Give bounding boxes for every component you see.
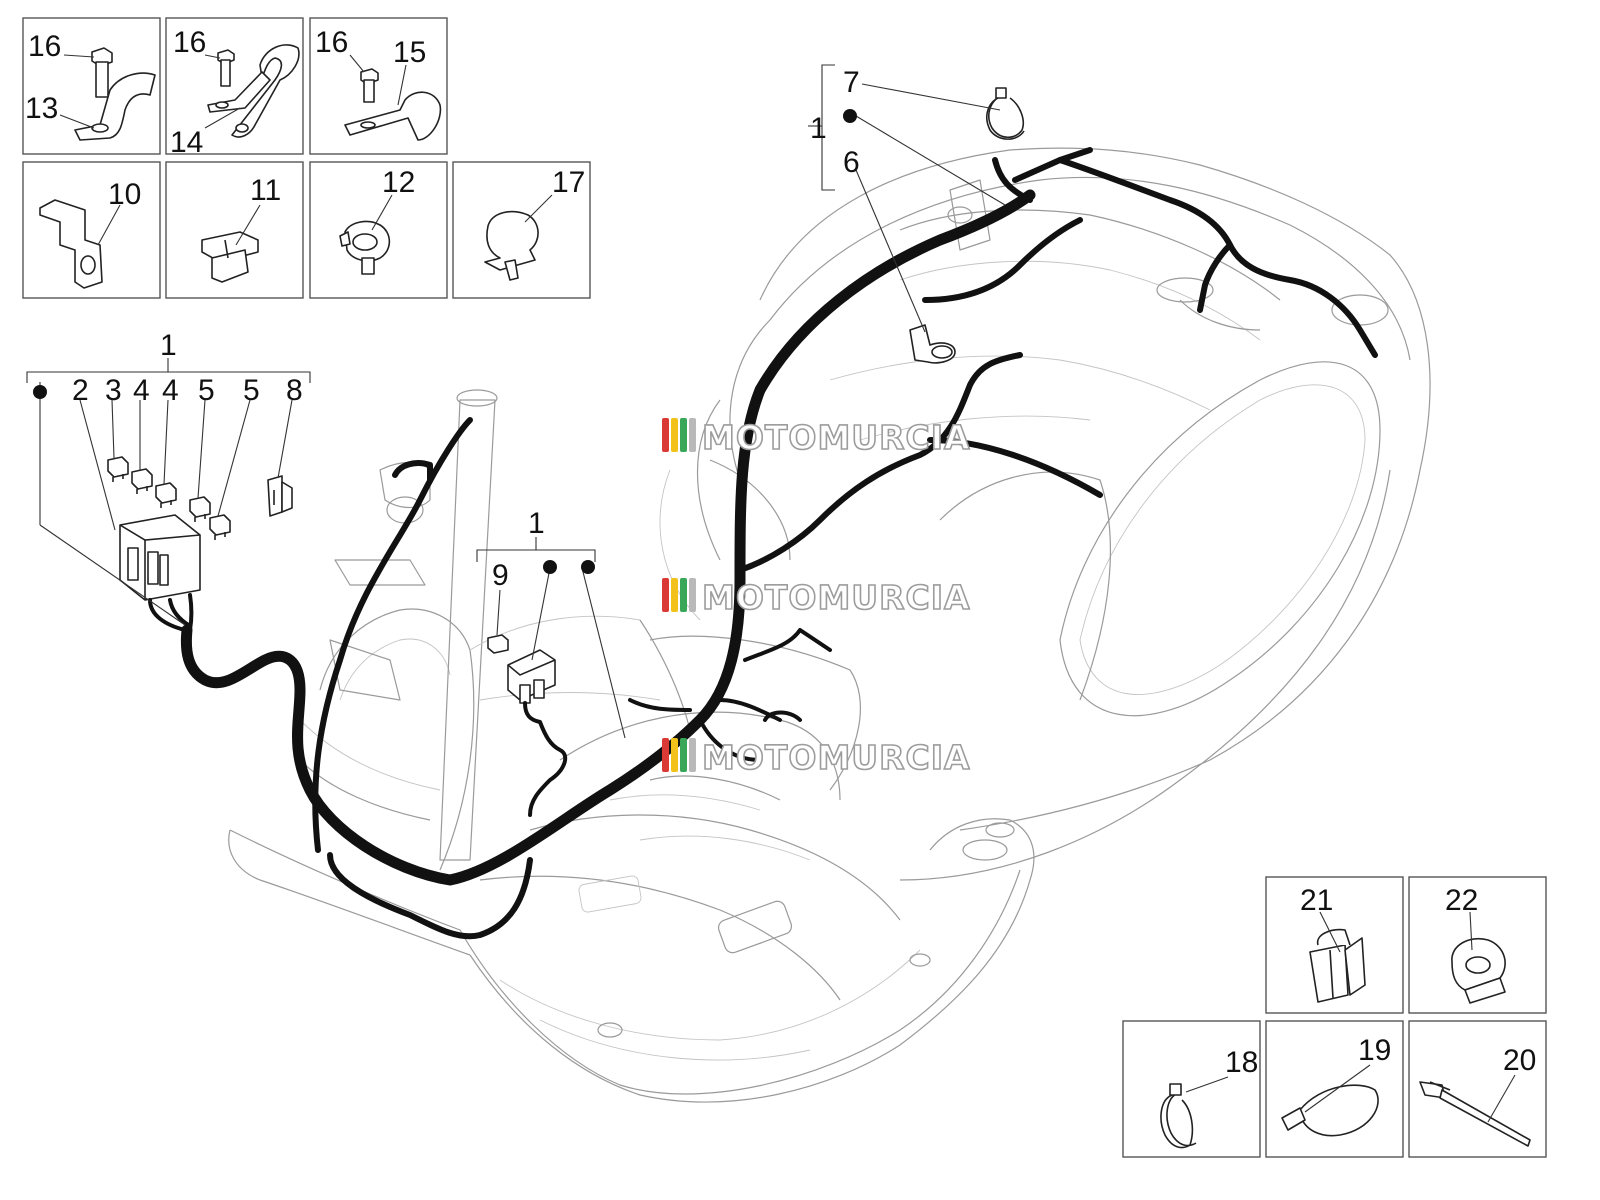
part-box-19 [1265,1020,1404,1158]
relay-part-8 [267,475,293,517]
part-box-22 [1408,876,1547,1014]
watermark-stripes-icon [662,738,696,772]
part-box-21 [1265,876,1404,1014]
callout-5: 5 [198,374,215,407]
part-box-17 [452,161,591,299]
callout-21: 21 [1300,884,1333,917]
callout-7: 7 [843,66,860,99]
callout-22: 22 [1445,884,1478,917]
watermark-1: MOTOMURCIA [662,417,971,458]
callout-20: 20 [1503,1044,1536,1077]
callout-16: 16 [315,26,348,59]
watermark-3: MOTOMURCIA [662,737,971,778]
callout-5: 5 [243,374,260,407]
part-box-15-16 [309,17,448,155]
callout-13: 13 [25,92,58,125]
part-box-20 [1408,1020,1547,1158]
part-box-14-16 [165,17,304,155]
watermark-text: MOTOMURCIA [702,418,971,457]
callout-14: 14 [170,126,203,159]
part-box-12 [309,161,448,299]
watermark-text: MOTOMURCIA [702,578,971,617]
clamp-part-6 [909,324,956,364]
callout-17: 17 [552,166,585,199]
callout-11: 11 [250,174,281,207]
part-box-13-16 [22,17,161,155]
ring-clip-part-7 [986,87,1025,140]
scooter-body-outline [228,147,1431,1103]
callout-9: 9 [492,559,509,592]
callout-19: 19 [1358,1034,1391,1067]
part-box-18 [1122,1020,1261,1158]
callout-1: 1 [528,507,545,540]
watermark-text: MOTOMURCIA [702,738,971,777]
callout-16: 16 [28,30,61,63]
leader-lines [26,54,1516,1123]
part-box-11 [165,161,304,299]
callout-4: 4 [133,374,150,407]
main-wiring-harness [180,147,1378,940]
callout-labels: 16 13 16 14 16 15 10 11 12 17 7 1 6 1 2 … [25,26,1536,1079]
callout-12: 12 [382,166,415,199]
fuse-holder-part-9 [487,634,568,817]
watermark-stripes-icon [662,578,696,612]
callout-8: 8 [286,374,303,407]
callout-1: 1 [160,329,177,362]
callout-18: 18 [1225,1046,1258,1079]
blade-fuses [107,456,231,540]
callout-4: 4 [162,374,179,407]
fuse-box-part-2 [119,514,201,632]
callout-3: 3 [105,374,122,407]
callout-1: 1 [810,112,827,145]
watermark-stripes-icon [662,418,696,452]
callout-16: 16 [173,26,206,59]
callout-dots [33,109,857,574]
watermark-2: MOTOMURCIA [662,577,971,618]
part-box-10 [22,161,161,299]
callout-2: 2 [72,374,89,407]
callout-6: 6 [843,146,860,179]
callout-10: 10 [108,178,141,211]
callout-15: 15 [393,36,426,69]
